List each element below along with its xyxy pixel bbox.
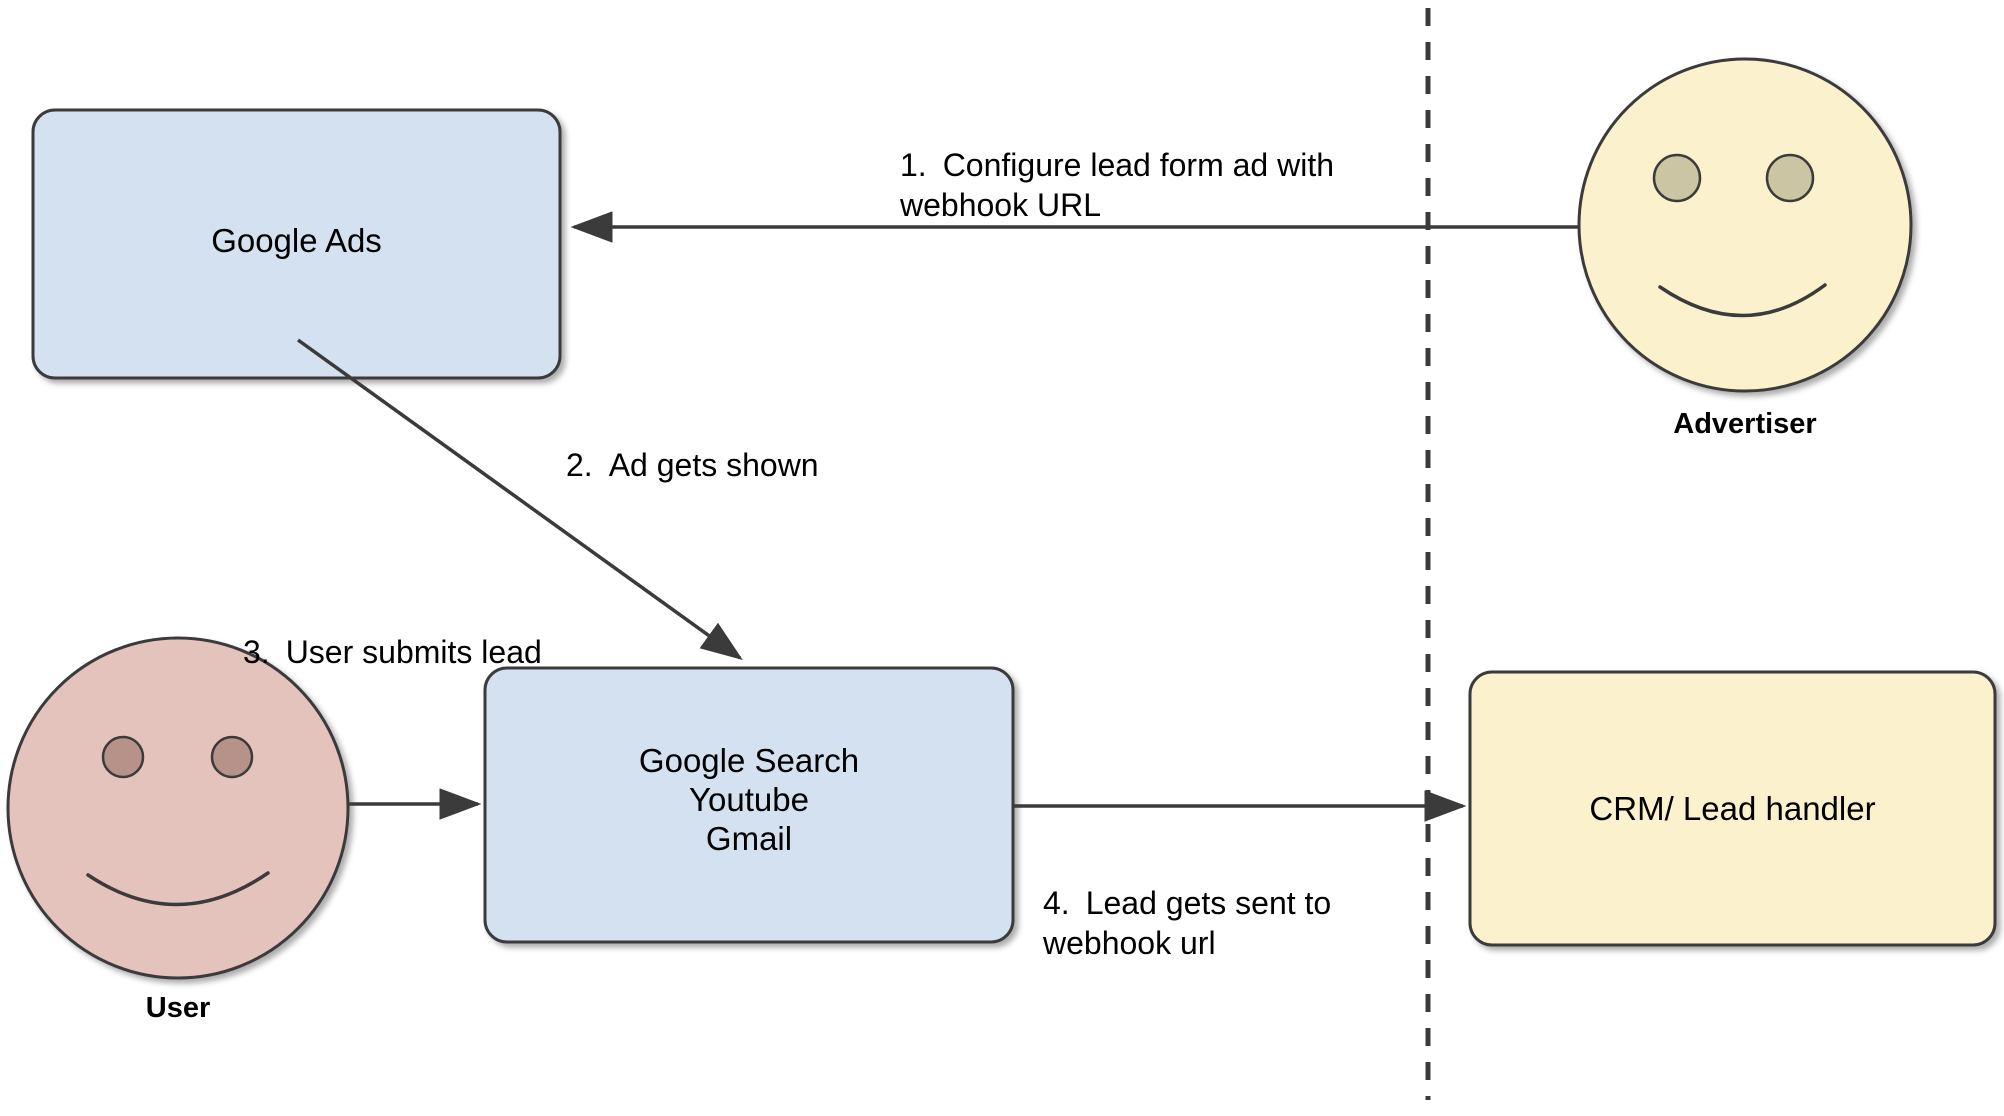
node-crm-lead-handler[interactable] xyxy=(1468,670,1997,947)
actor-user[interactable] xyxy=(6,636,350,980)
actor-advertiser[interactable] xyxy=(1577,57,1913,393)
flow-label-step-3: 3. User submits lead xyxy=(243,592,663,672)
flow-step-4-number: 4. xyxy=(1043,885,1070,921)
advertiser-left-eye-icon xyxy=(1652,153,1702,203)
actor-user-caption: User xyxy=(145,992,211,1024)
flow-label-step-4: 4.Lead gets sent to webhook url xyxy=(1043,843,1463,963)
flow-step-2-number: 2. xyxy=(566,447,593,483)
flow-step-1-text: Configure lead form ad with webhook URL xyxy=(900,147,1334,223)
flow-step-1-number: 1. xyxy=(900,147,927,183)
flow-label-step-1: 1.Configure lead form ad with webhook UR… xyxy=(900,105,1370,225)
user-right-eye-icon xyxy=(210,735,254,779)
user-left-eye-icon xyxy=(101,735,145,779)
advertiser-right-eye-icon xyxy=(1765,153,1815,203)
node-google-properties[interactable] xyxy=(483,666,1015,944)
actor-advertiser-caption: Advertiser xyxy=(1673,408,1817,440)
user-face-icon xyxy=(6,636,350,980)
flow-step-3-number: 3. xyxy=(243,634,270,670)
user-smile-icon xyxy=(86,871,270,907)
flow-step-3-text: User submits lead xyxy=(285,634,542,670)
flow-step-4-text: Lead gets sent to webhook url xyxy=(1043,885,1332,961)
flow-label-step-2: 2. Ad gets shown xyxy=(566,405,986,485)
advertiser-face-icon xyxy=(1577,57,1913,393)
arrow-google-ads-to-properties xyxy=(296,338,743,661)
flow-step-2-text: Ad gets shown xyxy=(608,447,819,483)
node-google-ads[interactable] xyxy=(31,108,562,380)
advertiser-smile-icon xyxy=(1658,283,1827,318)
